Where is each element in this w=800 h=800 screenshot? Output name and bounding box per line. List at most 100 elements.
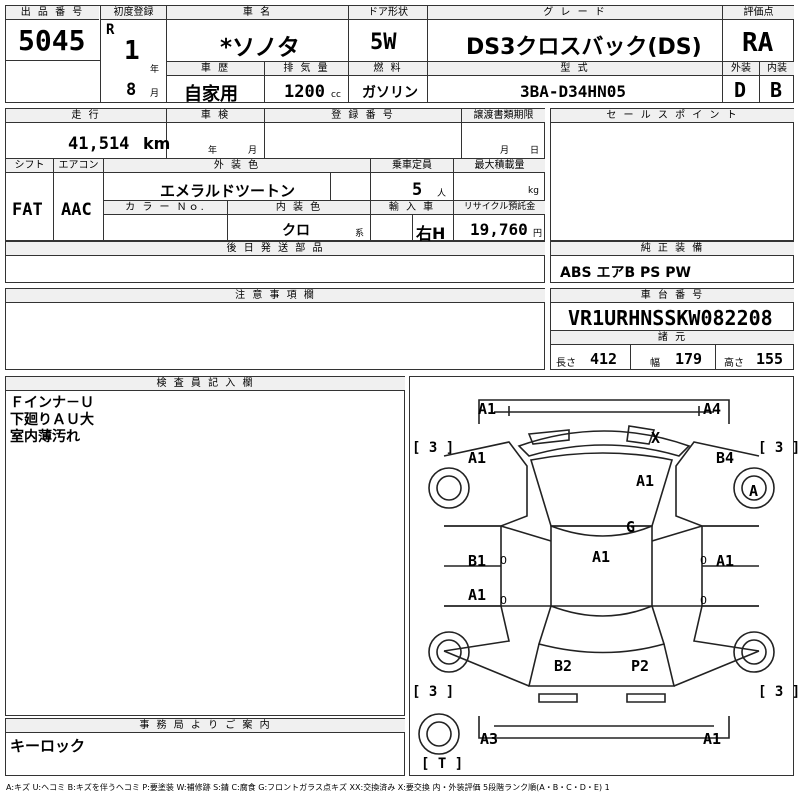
office-box	[5, 718, 405, 776]
tire-right-rear: [ 3 ]	[758, 684, 800, 700]
car-diagram-box	[409, 376, 794, 776]
damage-front-right: A4	[703, 400, 722, 418]
genuine-equipment: ABS エアB PS PW	[560, 265, 691, 281]
tire-right-front: [ 3 ]	[758, 440, 800, 456]
height-label: 高さ	[724, 358, 744, 369]
spec-label: 諸 元	[551, 331, 794, 345]
damage-rear-left: B2	[554, 657, 573, 675]
capacity: 5	[412, 180, 423, 200]
shift-label: シフト	[6, 159, 53, 173]
kg-unit: kg	[528, 186, 539, 196]
grade: DS3クロスバック(DS)	[466, 35, 702, 60]
reg-year: 1	[124, 36, 140, 66]
length: 412	[590, 350, 618, 368]
caution-box	[5, 288, 545, 370]
recycle-label: リサイクル預託金	[454, 201, 545, 215]
chassis-box	[550, 288, 794, 370]
score-label: 評価点	[723, 6, 794, 20]
color-family-unit: 系	[355, 229, 365, 239]
capacity-label: 乗車定員	[371, 159, 453, 173]
month-unit: 月	[150, 89, 160, 99]
era: R	[106, 22, 115, 38]
door-type: 5W	[370, 30, 397, 55]
damage-right-fender: B4	[716, 449, 735, 467]
color-label: 外 装 色	[104, 159, 370, 173]
displacement-label: 排 気 量	[265, 62, 348, 76]
car-history: 自家用	[184, 84, 238, 105]
tire-left-rear: [ 3 ]	[412, 684, 455, 700]
tire-left-front: [ 3 ]	[412, 440, 455, 456]
genuine-label: 純 正 装 備	[551, 242, 794, 256]
displacement: 1200	[284, 82, 325, 102]
genuine-box	[550, 241, 794, 283]
shift: FAT	[12, 200, 43, 220]
chassis-number: VR1URHNSSKW082208	[568, 306, 773, 330]
int-color-label: 内 装 色	[228, 201, 370, 215]
left-rear-zero: 0	[500, 594, 507, 607]
right-rear-zero: 0	[700, 594, 707, 607]
car-diagram	[418, 399, 775, 755]
details-table	[5, 108, 545, 241]
damage-windshield: X	[651, 429, 661, 447]
import-label: 輸 入 車	[371, 201, 453, 215]
doc-day: 日	[530, 146, 540, 156]
inspector-note-1: Ｆインナ－Ｕ	[10, 395, 94, 411]
damage-left-fender: A1	[468, 449, 487, 467]
fuel-label: 燃 料	[349, 62, 427, 76]
legend: A:キズ U:ヘコミ B:キズを伴うヘコミ P:要塗装 W:補修跡 S:錆 C:…	[6, 783, 610, 792]
interior-color: クロ	[282, 223, 310, 239]
model-label: 型 式	[428, 62, 722, 76]
inspection-label: 車 検	[167, 109, 264, 123]
inspector-note-2: 下廻りＡＵ大	[10, 412, 94, 428]
chassis-label: 車 台 番 号	[551, 289, 794, 303]
inspector-box	[5, 376, 405, 716]
year-unit: 年	[150, 65, 160, 75]
door-label: ドア形状	[349, 6, 427, 20]
inspector-note-3: 室内薄汚れ	[10, 429, 80, 445]
cc-unit: cc	[331, 90, 341, 100]
inspection-year: 年	[208, 146, 218, 156]
history-label: 車 歴	[167, 62, 264, 76]
exterior-label: 外装	[723, 62, 759, 76]
fuel: ガソリン	[362, 85, 418, 101]
exterior-grade: D	[734, 78, 747, 102]
header-table	[5, 5, 794, 103]
office-label: 事 務 局 よ り ご 案 内	[6, 719, 405, 733]
model-code: 3BA-D34HN05	[520, 82, 626, 101]
left-door-zero: 0	[500, 554, 507, 567]
max-load-label: 最大積載量	[454, 159, 545, 173]
office-note: キーロック	[10, 737, 86, 755]
person-unit: 人	[437, 189, 447, 199]
car-name: *ソノタ	[220, 35, 300, 61]
car-name-label: 車 名	[167, 6, 348, 20]
damage-right-door: A1	[716, 552, 735, 570]
recycle-fee: 19,760	[470, 220, 528, 239]
inspector-label: 検 査 員 記 入 欄	[6, 377, 405, 391]
length-label: 長さ	[556, 358, 576, 369]
sales-point-box	[550, 108, 794, 241]
inspection-month: 月	[248, 146, 258, 156]
sales-point-label: セ ー ル ス ポ イ ン ト	[551, 109, 794, 123]
lot-number: 5045	[18, 24, 86, 57]
yen-unit: 円	[533, 229, 543, 239]
width: 179	[675, 350, 703, 368]
spare-tire: [ T ]	[421, 756, 464, 772]
later-parts-box	[5, 241, 545, 283]
doc-month: 月	[500, 146, 510, 156]
right-door-zero: 0	[700, 554, 707, 567]
damage-rear-bumper-left: A3	[480, 730, 499, 748]
first-reg-label: 初度登録	[101, 6, 166, 20]
damage-roof: G	[626, 518, 636, 536]
mileage-label: 走 行	[6, 109, 166, 123]
damage-hood: A1	[636, 472, 655, 490]
height: 155	[756, 350, 784, 368]
mileage: 41,514	[68, 134, 130, 154]
damage-seat: A1	[592, 548, 611, 566]
damage-rear-right: P2	[631, 657, 650, 675]
reg-no-label: 登 録 番 号	[265, 109, 461, 123]
body-color: エメラルドツートン	[160, 182, 296, 200]
lot-label: 出 品 番 号	[6, 6, 99, 20]
damage-left-door: B1	[468, 552, 487, 570]
air-conditioner: AAC	[61, 200, 92, 220]
later-parts-label: 後 日 発 送 部 品	[6, 242, 545, 256]
